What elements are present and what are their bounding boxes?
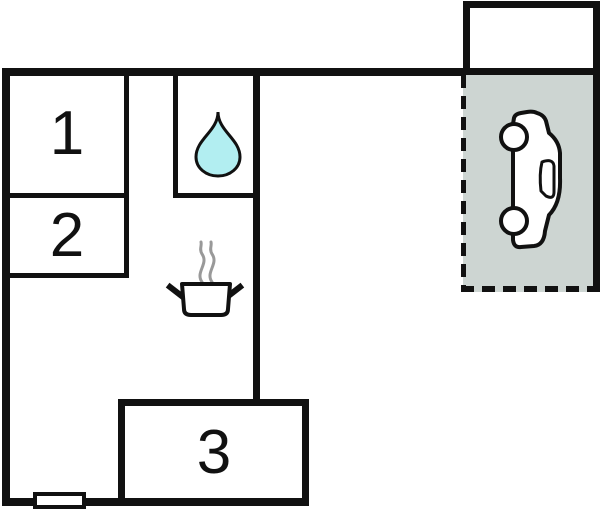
carport-dashed-edge-left [461,75,466,292]
wall-rooms12-right [124,76,129,278]
car-icon [499,109,563,250]
room-2-label: 2 [49,201,85,270]
room-1-label: 1 [49,99,85,168]
wall-bottom [2,498,309,506]
carport-solid-edge-right [593,75,600,292]
cooking-pot-icon [165,240,245,317]
room-3-label: 3 [196,418,232,487]
wall-room1-room2-divider [10,193,129,198]
wall-room3-top [118,399,309,406]
carport-area [461,75,600,292]
wall-right-main [253,68,260,406]
steam-icon [198,240,216,284]
garage-outline [463,1,600,75]
wall-left [2,68,10,506]
wall-top [2,68,470,76]
carport-dashed-edge-bottom [461,286,600,292]
wall-room3-right [302,399,309,506]
window [33,492,86,509]
wall-bathroom-left [173,76,178,198]
wall-bathroom-bottom [173,193,260,198]
water-drop-icon [194,111,242,178]
wall-room3-left [118,399,125,506]
wall-room2-bottom [10,273,129,278]
